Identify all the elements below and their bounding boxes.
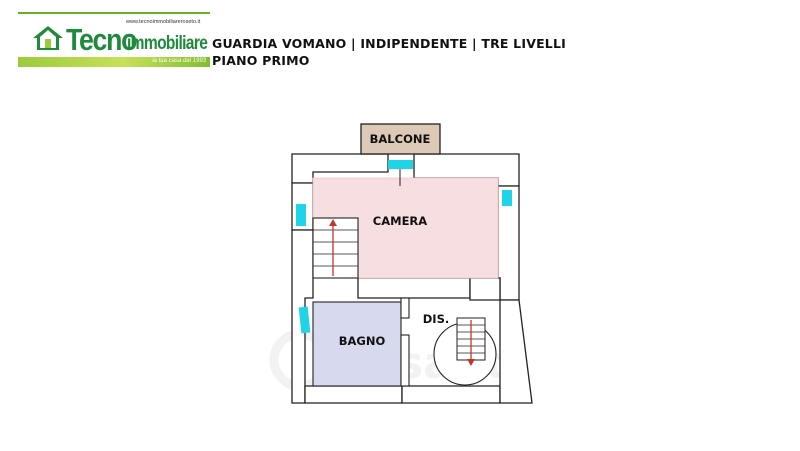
room-label-camera: CAMERA (373, 214, 427, 228)
spiral-stair (433, 317, 497, 386)
bagno-partition-lower (400, 334, 410, 387)
walls (291, 153, 533, 404)
wall-bottom (304, 385, 403, 404)
room-label-balcone: BALCONE (370, 132, 431, 146)
floor-title: PIANO PRIMO (212, 53, 310, 68)
wall-bottom-right (401, 385, 501, 404)
logo-brand-tecno: Tecno (66, 22, 137, 57)
window-right-upper (502, 190, 512, 206)
logo-website-url: www.tecnoimmobiliareroseto.it (126, 19, 201, 25)
stairs-left (312, 217, 359, 279)
logo-top-line (18, 12, 210, 14)
logo-tagline: la tua casa dal 1993 (152, 58, 206, 64)
wall-mid-right (469, 277, 501, 301)
wall-mid-horizontal (357, 277, 471, 299)
bagno-partition (400, 297, 410, 319)
agency-logo: www.tecnoimmobiliareroseto.it Tecno immo… (18, 12, 210, 68)
window-left-upper (296, 204, 306, 226)
windows (296, 160, 512, 334)
listing-header: GUARDIA VOMANO | INDIPENDENTE | TRE LIVE… (212, 35, 566, 69)
logo-green-bar (18, 57, 210, 67)
wall-right-lower (499, 299, 533, 404)
room-label-disimpegno: DIS. (423, 312, 449, 326)
logo-brand-immobiliare: immobiliare (127, 33, 208, 54)
room-label-bagno: BAGNO (339, 334, 386, 348)
window-bagno (298, 306, 311, 334)
house-icon (33, 26, 63, 50)
listing-title: GUARDIA VOMANO | INDIPENDENTE | TRE LIVE… (212, 36, 566, 51)
room-balcone (360, 123, 441, 155)
window-balcony (388, 160, 413, 169)
room-bagno (312, 301, 402, 387)
